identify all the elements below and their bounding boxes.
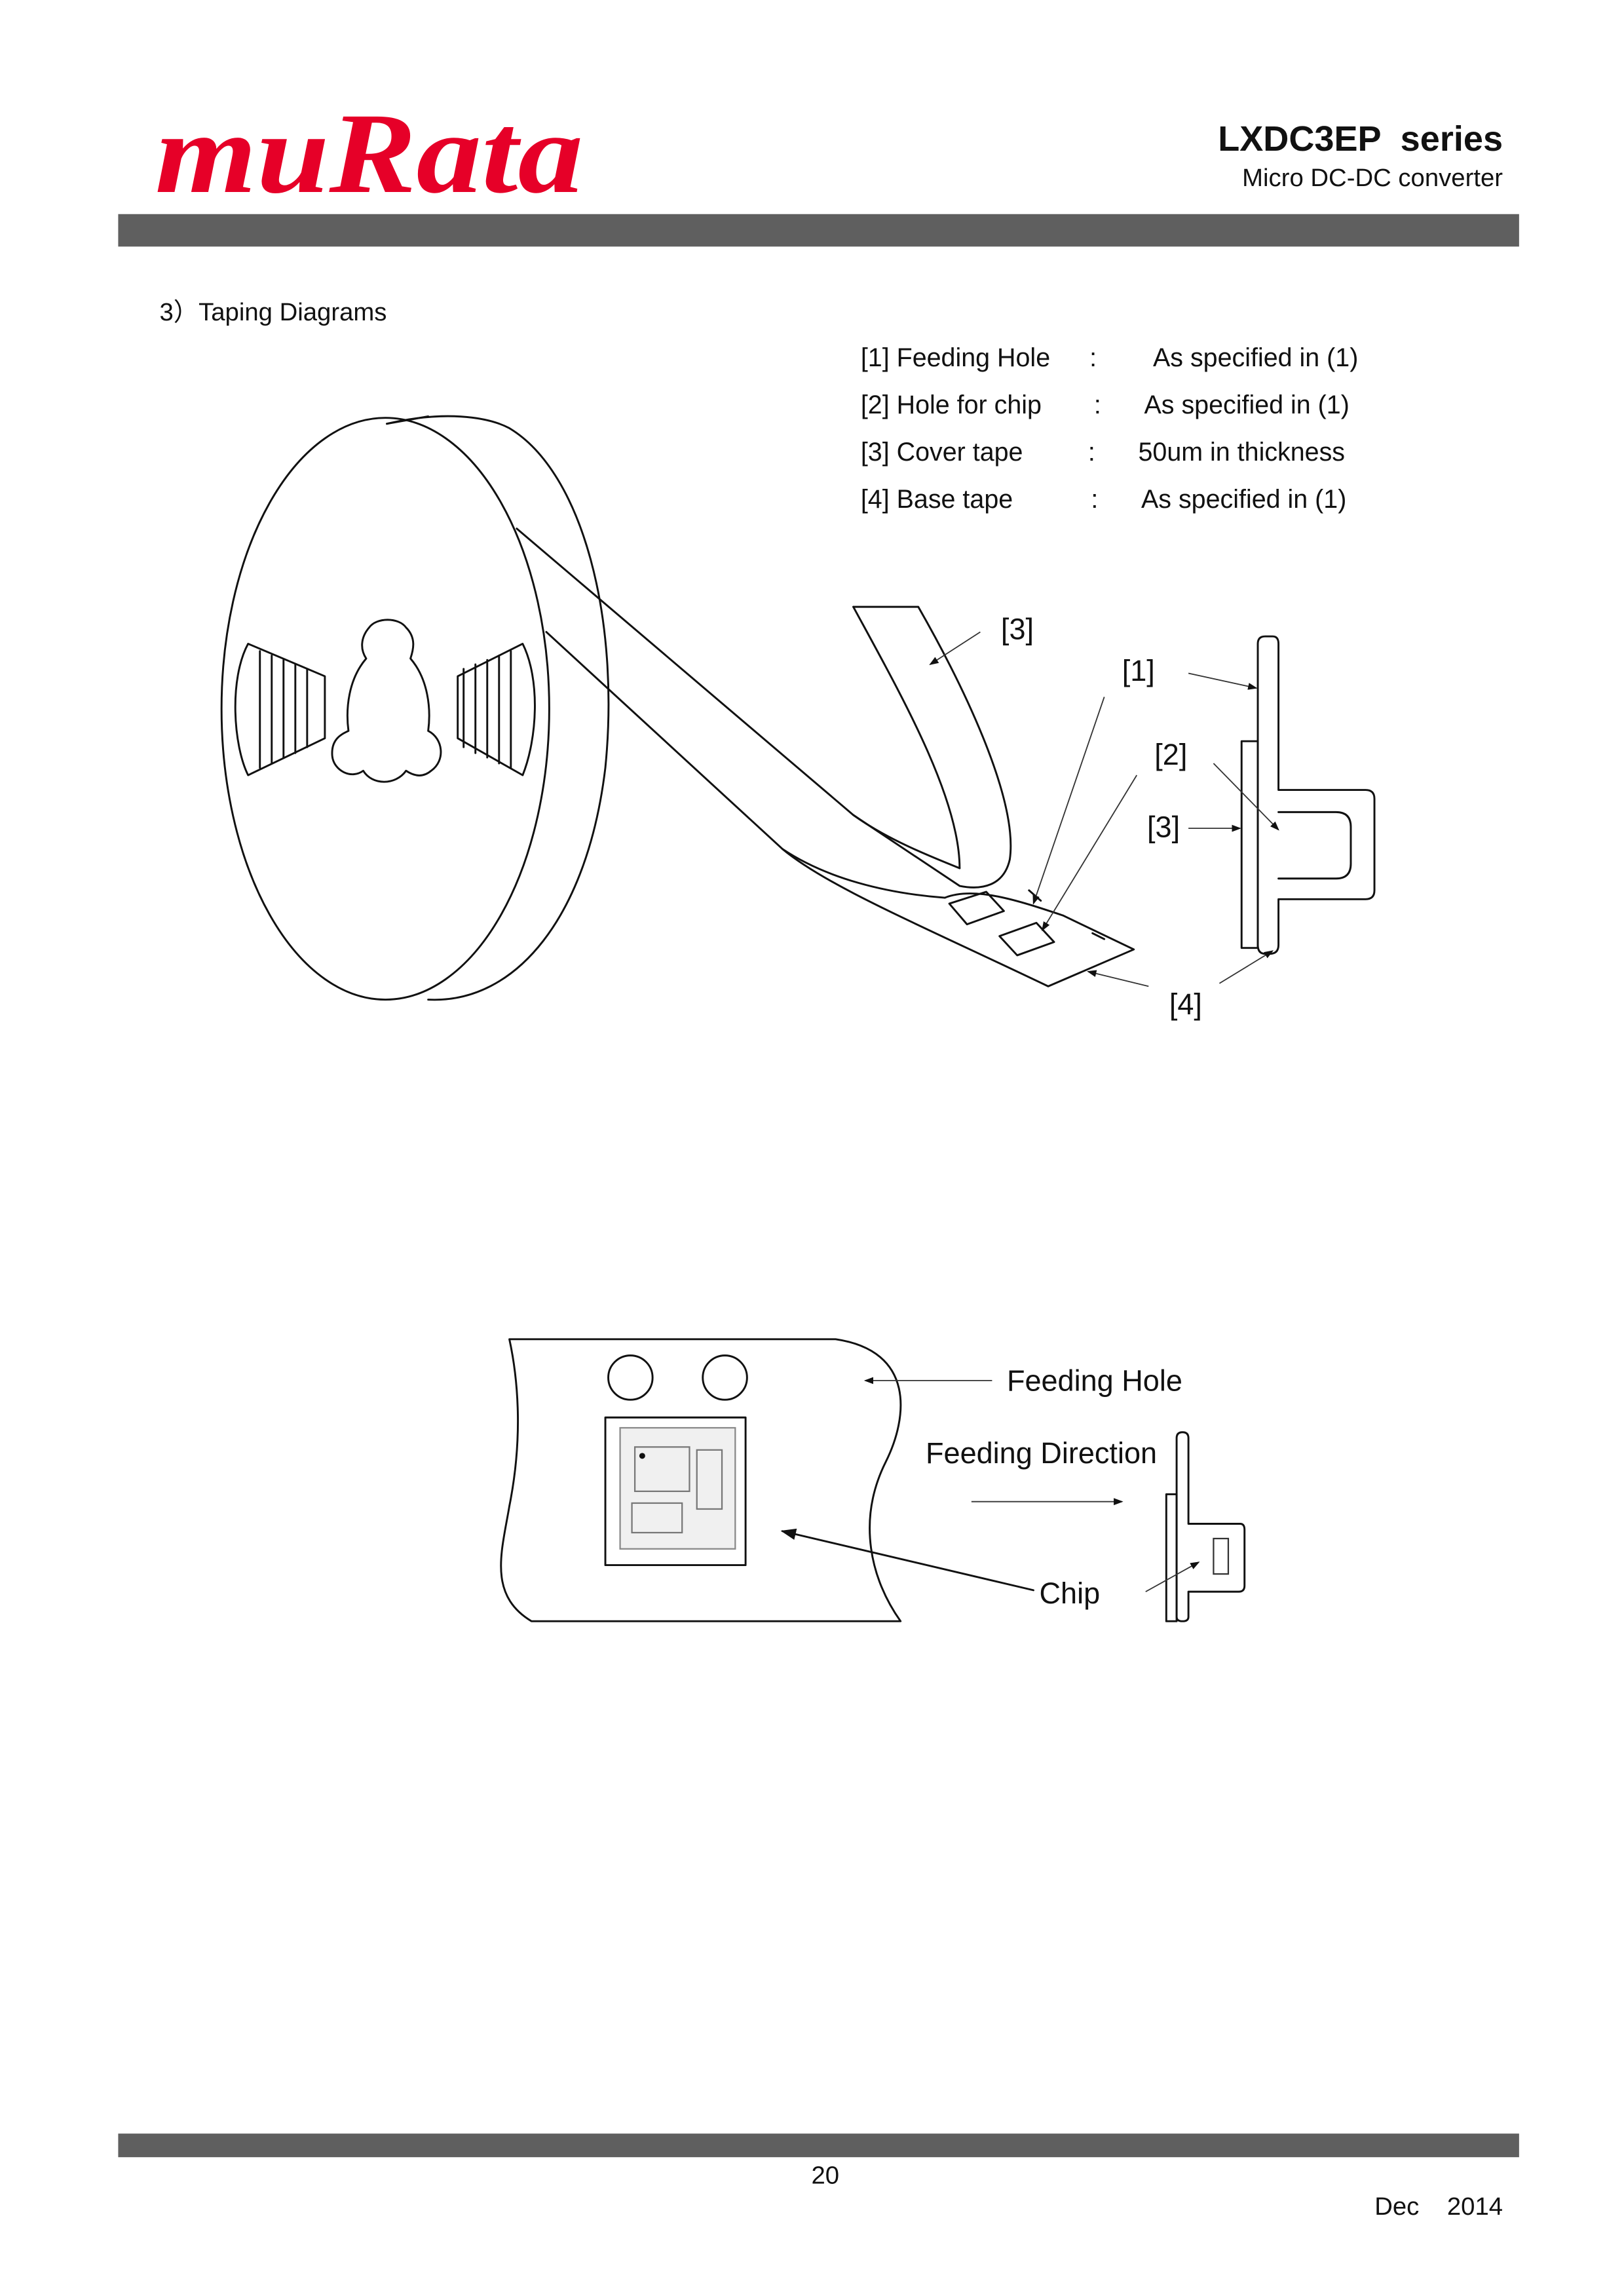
- legend: [1] Feeding Hole : As specified in (1) […: [861, 343, 1358, 514]
- callout-4: [4]: [1169, 987, 1202, 1021]
- footer-date: Dec 2014: [1374, 2192, 1503, 2221]
- page-number: 20: [811, 2162, 839, 2190]
- callout-3: [3]: [1001, 613, 1034, 646]
- legend-value: As specified in (1): [1141, 485, 1346, 514]
- reel-flange: [220, 417, 550, 1001]
- small-cross-section: [1175, 1431, 1246, 1622]
- legend-value: As specified in (1): [1144, 391, 1350, 419]
- legend-sep: :: [1089, 343, 1097, 372]
- chip: [619, 1426, 736, 1550]
- callout-1: [1]: [1122, 654, 1155, 687]
- chip-pocket: [604, 1416, 747, 1567]
- reel-hub: [331, 619, 442, 783]
- legend-sep: :: [1091, 485, 1098, 514]
- callout-3b: [3]: [1147, 811, 1180, 844]
- feeding-hole: [607, 1354, 654, 1401]
- tape-cross-section: [1256, 635, 1376, 955]
- tape-top-view: Feeding Hole Feeding Direction Chip: [500, 1338, 1246, 1622]
- legend-value: 50um in thickness: [1138, 438, 1345, 467]
- legend-value: As specified in (1): [1153, 343, 1358, 372]
- murata-logo: muRata: [155, 90, 583, 218]
- subtitle: Micro DC-DC converter: [1242, 164, 1503, 192]
- reel-diagram: [3] [1] [2] [3] [4]: [220, 415, 1376, 1021]
- legend-label: [2] Hole for chip: [861, 391, 1042, 419]
- legend-label: [1] Feeding Hole: [861, 343, 1050, 372]
- feeding-hole-label: Feeding Hole: [1007, 1364, 1182, 1398]
- section-title: 3）Taping Diagrams: [160, 298, 387, 326]
- series-title: LXDC3EP series: [1218, 119, 1503, 159]
- legend-sep: :: [1094, 391, 1101, 419]
- legend-sep: :: [1088, 438, 1095, 467]
- chip-label: Chip: [1040, 1577, 1101, 1610]
- feeding-hole: [702, 1354, 748, 1401]
- callout-2: [2]: [1154, 738, 1187, 771]
- legend-label: [3] Cover tape: [861, 438, 1023, 467]
- legend-label: [4] Base tape: [861, 485, 1013, 514]
- header-bar: [118, 214, 1519, 247]
- footer-bar: [118, 2133, 1519, 2158]
- feeding-direction-label: Feeding Direction: [926, 1436, 1157, 1470]
